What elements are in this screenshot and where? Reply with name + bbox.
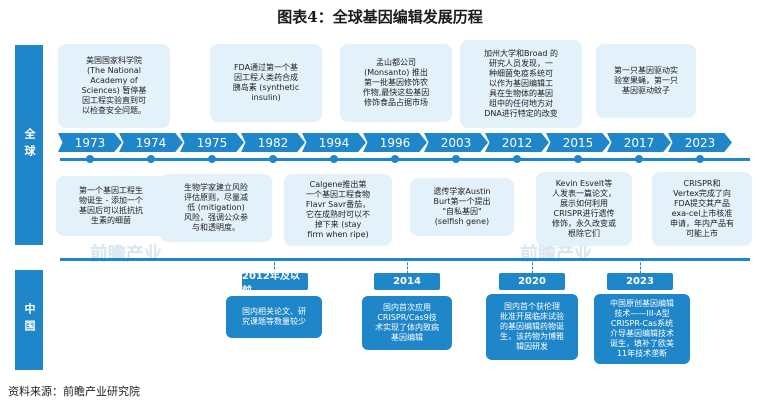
global-timeline-line xyxy=(60,158,750,161)
year-badge: 2015 xyxy=(546,133,610,152)
timeline-connector xyxy=(532,258,534,274)
year-badge: 1982 xyxy=(241,133,305,152)
event-box: Kevin Esvelt等 人发表一篇论文， 展示如何利用 CRISPR进行遗传… xyxy=(536,172,632,246)
timeline-dot xyxy=(330,155,338,163)
timeline-dot xyxy=(86,155,94,163)
event-box: 生物学家建立风险 评估原则，尽量减 低 (mitigation) 风险，强调公众… xyxy=(160,174,272,242)
page-title: 图表4：全球基因编辑发展历程 xyxy=(277,8,483,26)
source-note: 资料来源：前瞻产业研究院 xyxy=(8,385,140,398)
timeline-connector xyxy=(274,258,276,274)
timeline-dot xyxy=(452,155,460,163)
china-event-box: 国内相关论文、研 究课题等数量较少 xyxy=(226,296,322,338)
event-box: Calgene推出第 一个基因工程食物 Flavr Savr番茄， 它在成熟时可… xyxy=(284,174,392,246)
year-badge: 1975 xyxy=(180,133,244,152)
timeline-dot xyxy=(391,155,399,163)
section-label-global: 全球 xyxy=(15,45,43,245)
china-timeline-line xyxy=(60,258,750,261)
china-year-badge: 2014 xyxy=(374,273,440,290)
china-year-badge: 2012年及以前 xyxy=(242,271,308,297)
year-badge: 1996 xyxy=(363,133,427,152)
timeline-dot xyxy=(574,155,582,163)
event-box: 孟山都公司 (Monsanto) 推出 第一批基因修饰农 作物,最快这些基因 修… xyxy=(340,44,452,122)
year-badge: 2012 xyxy=(485,133,549,152)
china-event-box: 中国原创基因编辑 技术——III-A型 CRISPR-Cas系统 介导基因编辑技… xyxy=(594,294,690,364)
year-badge: 1973 xyxy=(58,133,122,152)
section-label-china: 中国 xyxy=(15,270,43,370)
event-box: 遗传学家Austin Burt第一个提出 "自私基因" (selfish gen… xyxy=(410,178,514,236)
timeline-dot xyxy=(208,155,216,163)
year-badge: 1974 xyxy=(119,133,183,152)
china-event-box: 国内首个获伦理 批准开展临床试验 的基因编辑药物诞 生，该药物为博雅 辑因研发 xyxy=(486,294,578,360)
timeline-dot xyxy=(147,155,155,163)
event-box: FDA通过第一个基 因工程人类药合成 胰岛素 (synthetic insuli… xyxy=(210,44,322,122)
china-year-badge: 2020 xyxy=(499,273,565,290)
event-box: 加州大学和Broad 的 研究人员发现，一 种细菌免疫系统可 以作为基因编辑工 … xyxy=(460,40,582,128)
watermark: 前瞻产业 xyxy=(90,244,162,265)
timeline-connector xyxy=(640,258,642,274)
timeline-dot xyxy=(269,155,277,163)
china-year-badge: 2023 xyxy=(607,273,673,290)
timeline-dot xyxy=(513,155,521,163)
timeline-connector xyxy=(407,258,409,274)
year-badge: 2023 xyxy=(668,133,732,152)
event-box: CRISPR和 Vertex完成了向 FDA提交其产品 exa-cel上市核准 … xyxy=(652,172,752,246)
year-badge: 1994 xyxy=(302,133,366,152)
timeline-dot xyxy=(696,155,704,163)
china-event-box: 国内首次应用 CRISPR/Cas9技 术实现了体内致病 基因编辑 xyxy=(362,296,452,350)
timeline-dot xyxy=(635,155,643,163)
event-box: 美国国家科学院 (The National Academy of Science… xyxy=(58,44,170,128)
event-box: 第一个基因工程生 物诞生 - 添加一个 基因后可以抵抗抗 生素的细菌 xyxy=(56,176,166,236)
year-badge: 2017 xyxy=(607,133,671,152)
year-badge: 2003 xyxy=(424,133,488,152)
event-box: 第一只基因驱动实 验室果蝇，第一只 基因驱动蚊子 xyxy=(596,44,696,118)
